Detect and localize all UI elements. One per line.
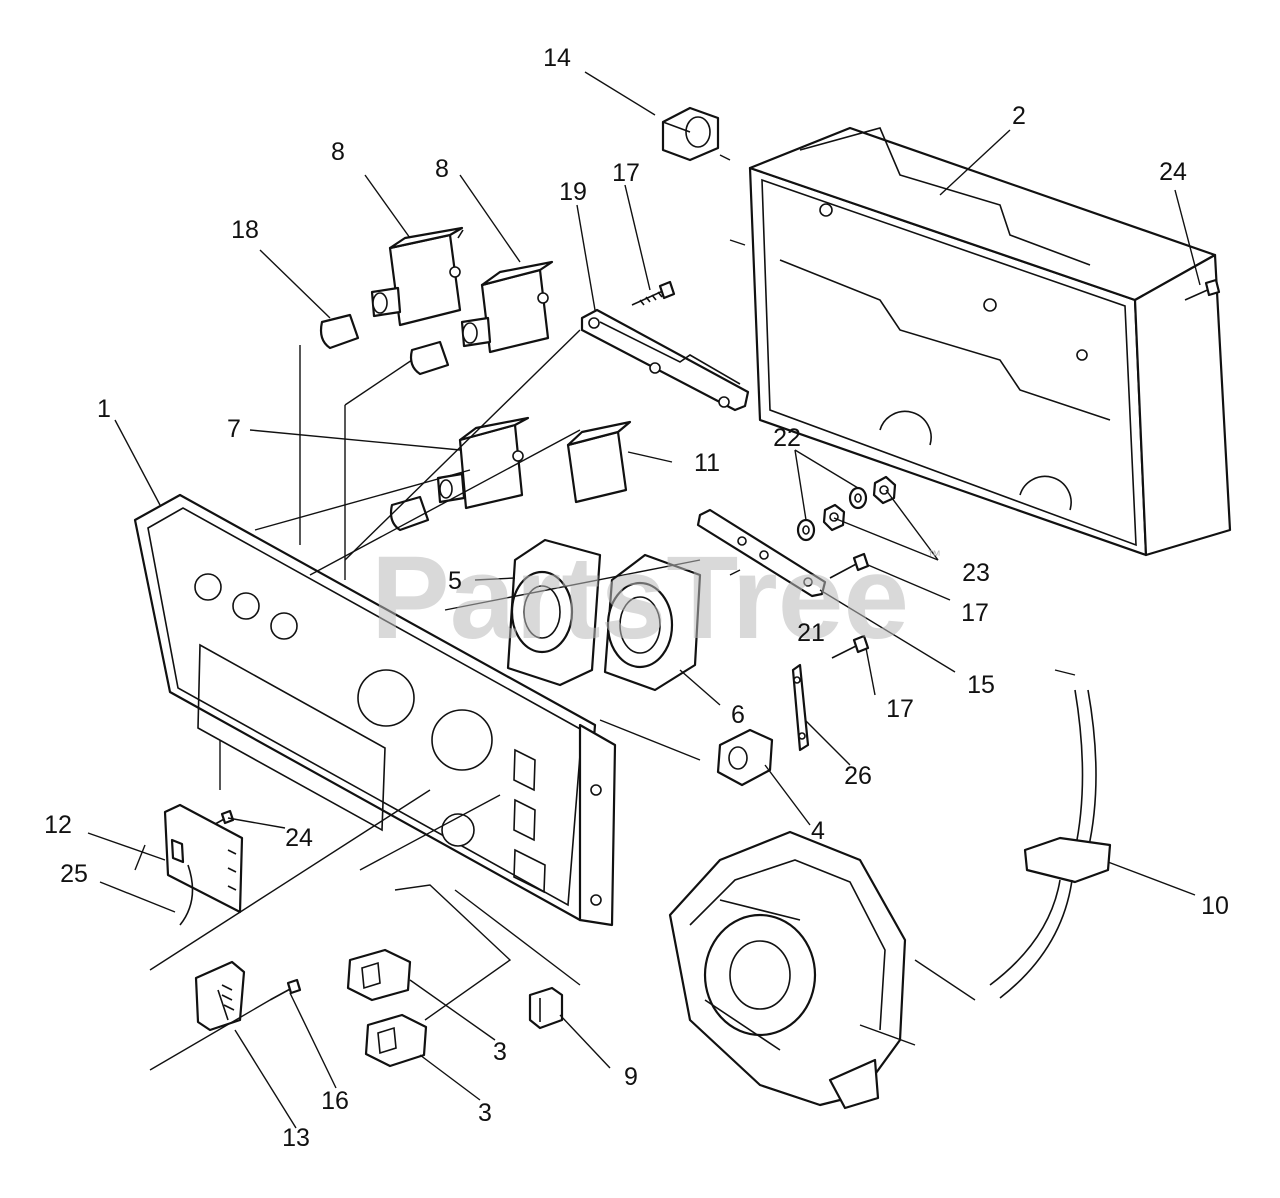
callout-labels: 14 2 24 17 19 8 8 18 1 7 11 22 23 5 17 2… [44, 44, 1229, 1152]
callout-13: 13 [282, 1124, 310, 1152]
callout-17b: 17 [961, 599, 989, 627]
callout-11: 11 [694, 449, 720, 477]
part-12-circuit-board [163, 803, 244, 926]
part-19-bracket [580, 308, 750, 412]
part-2-housing [748, 126, 1232, 557]
part-4-switch [716, 728, 774, 787]
callout-17: 17 [612, 159, 640, 187]
callout-14: 14 [543, 44, 571, 72]
screw-17-top [631, 280, 676, 306]
part-23-nut [822, 503, 846, 532]
assembly-lines [134, 154, 1076, 1071]
watermark-trademark: ™ [927, 547, 941, 563]
callout-8b: 8 [435, 155, 449, 183]
callout-16: 16 [321, 1087, 349, 1115]
part-22-washer-2 [848, 486, 868, 510]
callout-leaders [87, 71, 1201, 1129]
part-6-receptacle [603, 553, 702, 692]
part-14-grommet [661, 106, 720, 162]
callout-12: 12 [44, 811, 72, 839]
callout-2: 2 [1012, 102, 1026, 130]
callout-1: 1 [97, 395, 111, 423]
callout-6: 6 [731, 701, 745, 729]
callout-22: 22 [773, 424, 801, 452]
watermark-text: PartsTree [371, 532, 909, 664]
part-3-switch-lower [364, 1013, 428, 1068]
callout-18: 18 [231, 216, 259, 244]
callout-3: 3 [493, 1038, 507, 1066]
callout-17c: 17 [886, 695, 914, 723]
screw-17-lower [831, 634, 870, 659]
part-8-switch-right [460, 260, 554, 354]
end-bell-housing [668, 830, 907, 1110]
callout-15: 15 [967, 671, 995, 699]
part-23-nut-2 [872, 475, 897, 505]
callout-23: 23 [962, 559, 990, 587]
part-18-lamp-2 [409, 340, 450, 376]
screw-24-top-right [1184, 278, 1221, 301]
part-3-switch-upper [346, 948, 412, 1002]
part-1-control-panel [133, 493, 617, 927]
callout-9: 9 [624, 1063, 638, 1091]
callout-21: 21 [797, 619, 825, 647]
part-26-strip [791, 663, 810, 752]
callout-10: 10 [1201, 892, 1229, 920]
screw-17-middle [829, 552, 870, 579]
callout-7: 7 [227, 415, 241, 443]
part-7-switch [389, 416, 530, 532]
callout-24: 24 [1159, 158, 1187, 186]
callout-24b: 24 [285, 824, 313, 852]
part-8-switch-left [370, 226, 464, 327]
part-13-breaker [194, 960, 246, 1032]
callout-8: 8 [331, 138, 345, 166]
part-11-block [566, 420, 632, 504]
callout-19: 19 [559, 178, 587, 206]
part-5-receptacle [506, 538, 602, 687]
callout-26: 26 [844, 762, 872, 790]
screw-16 [269, 978, 302, 1001]
part-10-cable [989, 689, 1112, 999]
callout-3b: 3 [478, 1099, 492, 1127]
part-9-block [528, 986, 564, 1030]
callout-25: 25 [60, 860, 88, 888]
part-15-plate [696, 508, 827, 598]
part-18-lamp [319, 313, 360, 350]
callout-5: 5 [448, 567, 462, 595]
callout-4: 4 [811, 817, 825, 845]
